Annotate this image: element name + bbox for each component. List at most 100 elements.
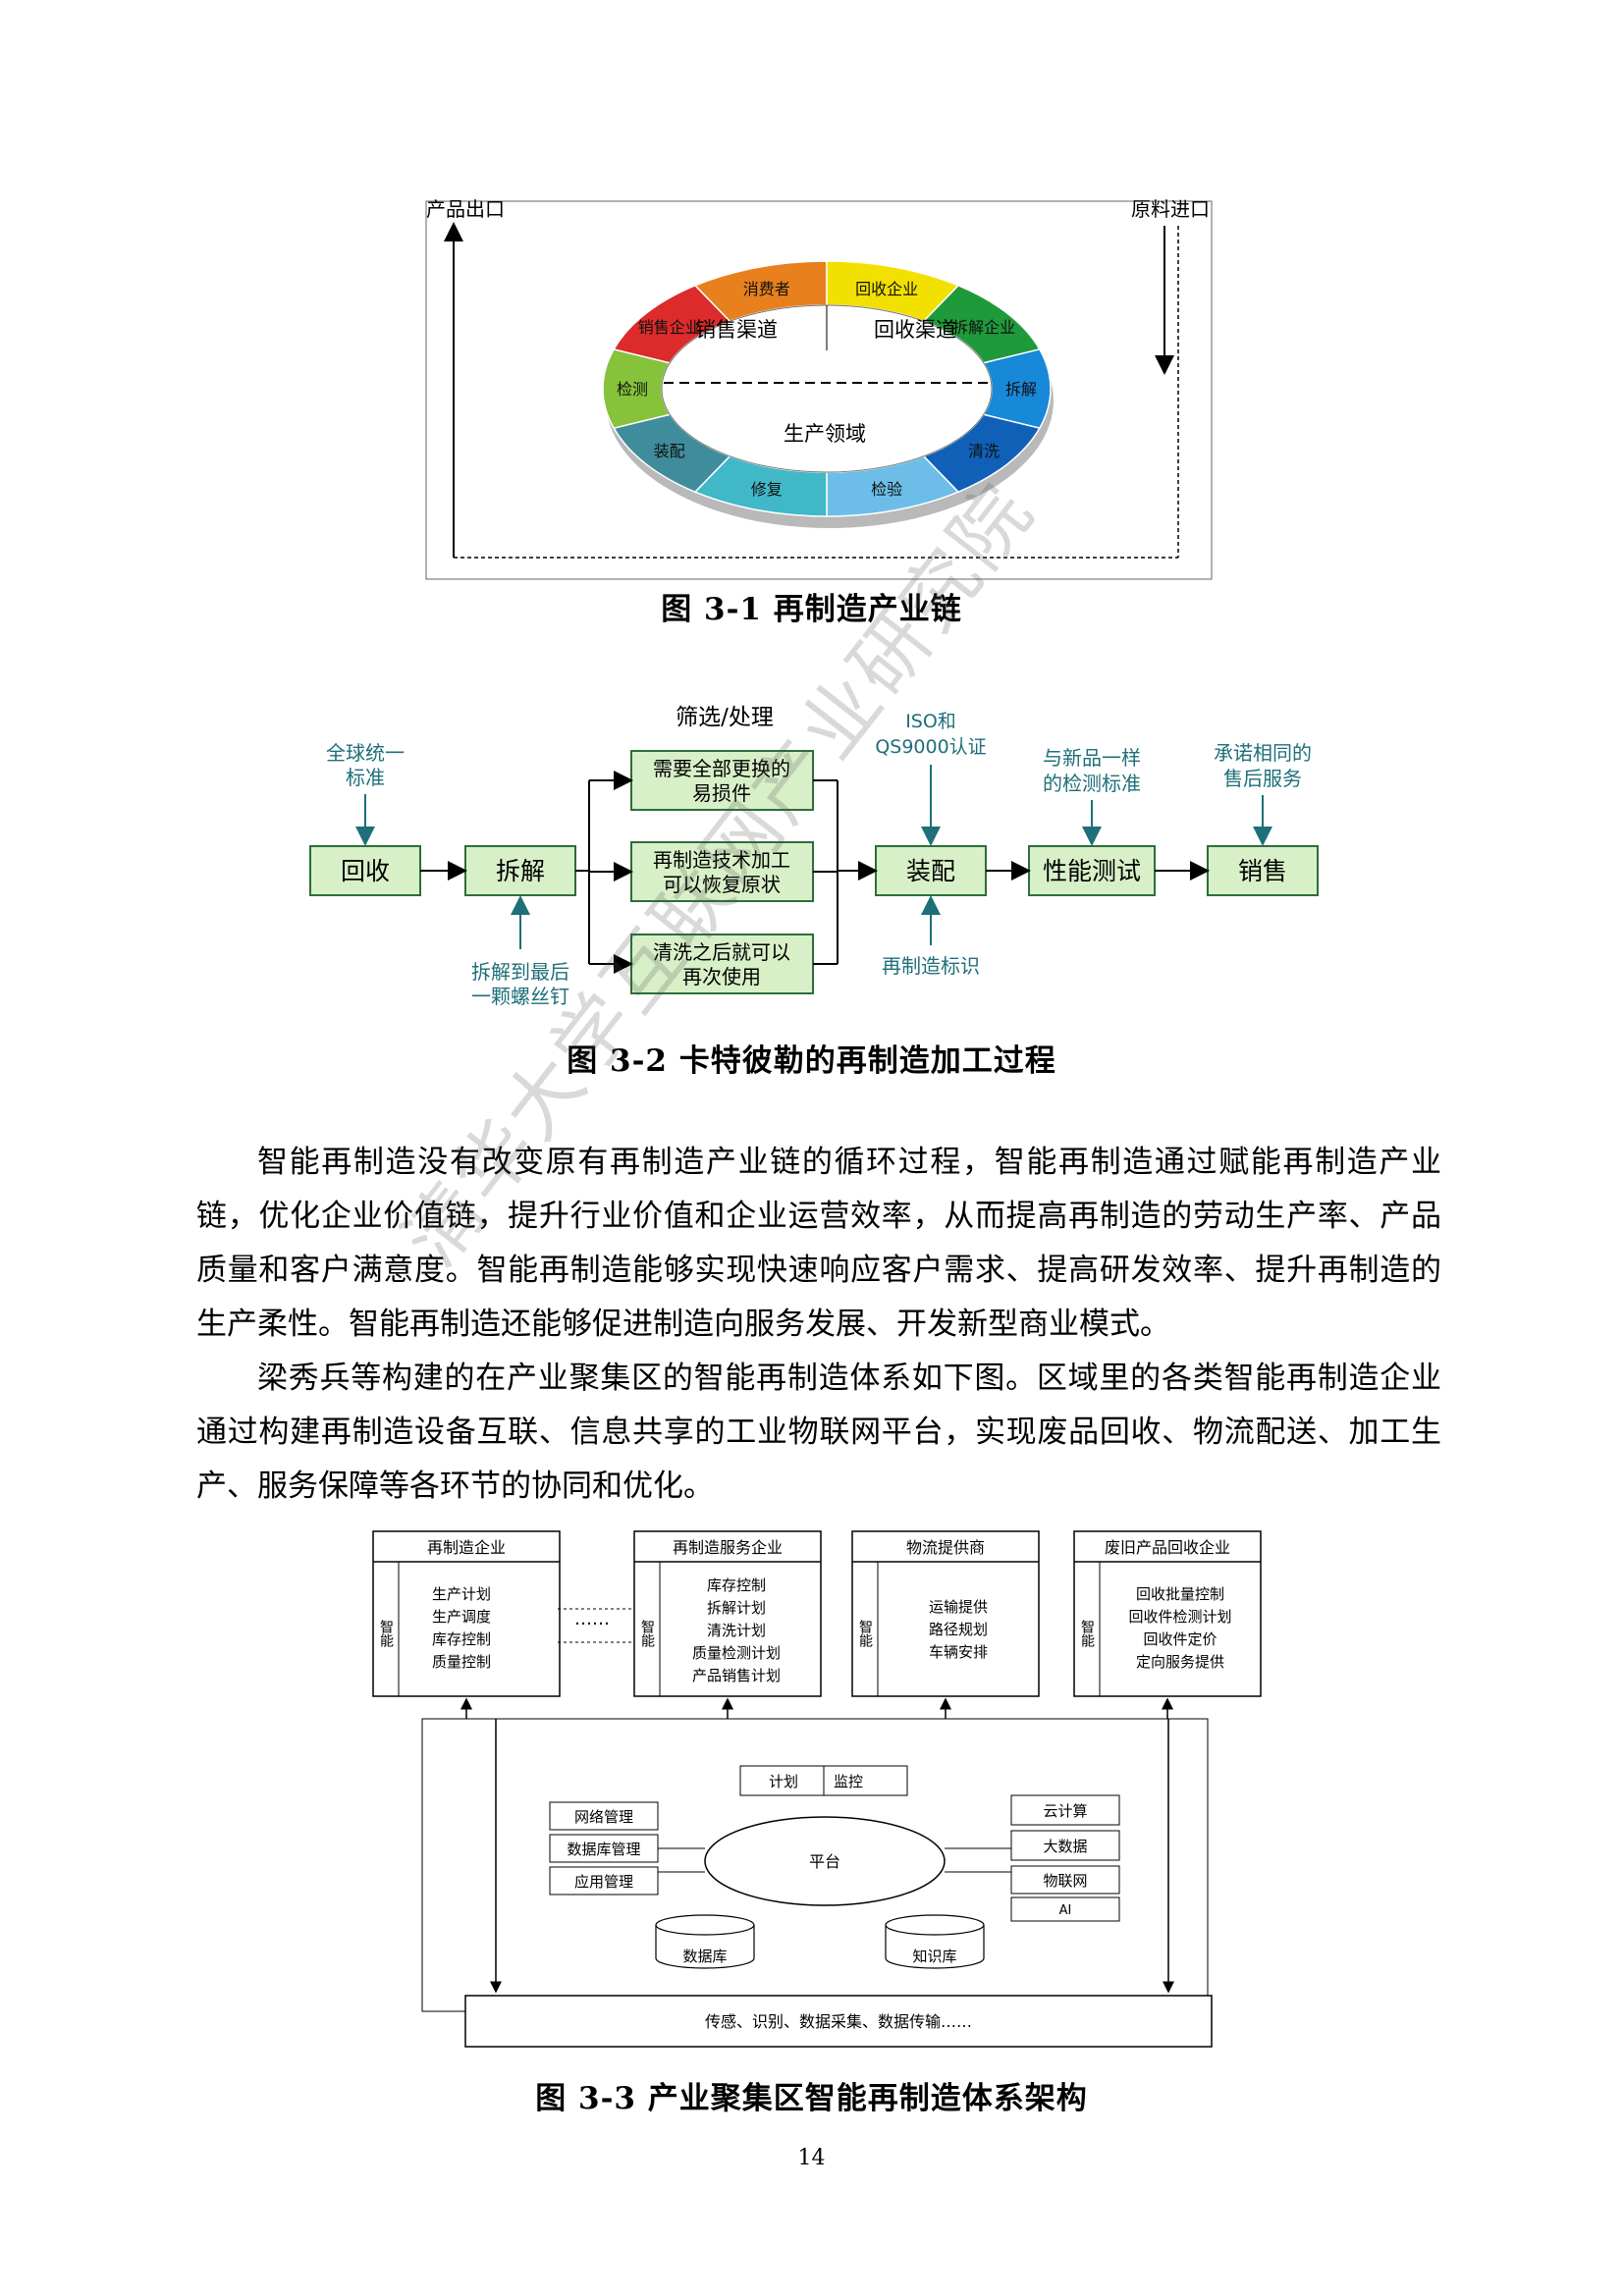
enterprise-remanufacturer: 再制造企业 智能 生产计划 生产调度 库存控制 质量控制 <box>372 1530 561 1697</box>
svg-text:清洗计划: 清洗计划 <box>707 1622 766 1639</box>
note-iso: ISO和 <box>905 711 956 732</box>
option-clean-reuse: 清洗之后就可以 再次使用 <box>630 934 814 994</box>
figure-3-3: 再制造企业 智能 生产计划 生产调度 库存控制 质量控制 …… 再制造服务企业 … <box>372 1530 1262 2048</box>
step-recycle-label: 回收 <box>341 857 390 885</box>
svg-text:智能: 智能 <box>1079 1620 1095 1648</box>
ring-segment-label: 清洗 <box>968 442 1000 460</box>
svg-text:回收件定价: 回收件定价 <box>1143 1630 1217 1648</box>
svg-text:标准: 标准 <box>346 766 385 789</box>
svg-text:AI: AI <box>1059 1903 1072 1918</box>
inner-label-recycle: 回收渠道 <box>874 318 956 342</box>
svg-text:云计算: 云计算 <box>1043 1802 1087 1820</box>
ring-segment-label: 检测 <box>617 380 648 399</box>
ring-segment-label: 销售企业 <box>638 318 701 337</box>
svg-text:的检测标准: 的检测标准 <box>1043 772 1141 795</box>
figure-3-2: 筛选/处理 回收 拆解 装配 性能测试 销售 需要全部更换的 易损件 再制造技术… <box>309 705 1319 1008</box>
svg-text:清洗之后就可以: 清洗之后就可以 <box>653 940 790 964</box>
svg-text:一颗螺丝钉: 一颗螺丝钉 <box>471 985 569 1008</box>
svg-text:网络管理: 网络管理 <box>574 1808 633 1826</box>
svg-text:智能: 智能 <box>378 1620 394 1648</box>
svg-text:数据库管理: 数据库管理 <box>567 1841 640 1858</box>
svg-text:易损件: 易损件 <box>692 781 751 805</box>
page-number: 14 <box>797 2146 826 2170</box>
mgmt-boxes: 网络管理 数据库管理 应用管理 <box>549 1801 659 1896</box>
svg-text:数据库: 数据库 <box>682 1948 727 1965</box>
step-disassemble-label: 拆解 <box>496 857 545 885</box>
note-standard: 全球统一 <box>326 741 405 765</box>
svg-text:再制造服务企业: 再制造服务企业 <box>673 1538 783 1557</box>
svg-text:物流提供商: 物流提供商 <box>906 1538 985 1557</box>
knowledge-cylinder: 知识库 <box>885 1914 985 1969</box>
svg-text:大数据: 大数据 <box>1043 1838 1087 1855</box>
svg-text:定向服务提供: 定向服务提供 <box>1136 1653 1224 1671</box>
paragraph-2: 梁秀兵等构建的在产业聚集区的智能再制造体系如下图。区域里的各类智能再制造企业通过… <box>196 1361 1441 1504</box>
sensing-label: 传感、识别、数据采集、数据传输…… <box>705 2012 972 2031</box>
svg-text:废旧产品回收企业: 废旧产品回收企业 <box>1105 1538 1230 1557</box>
svg-text:物联网: 物联网 <box>1043 1872 1087 1890</box>
plan-label: 计划 <box>769 1773 798 1790</box>
platform-label: 平台 <box>809 1852 840 1871</box>
svg-text:路径规划: 路径规划 <box>929 1621 988 1638</box>
corner-label-input: 原料进口 <box>1131 197 1210 221</box>
step-disassemble: 拆解 <box>464 845 576 896</box>
ring-segment-label: 拆解企业 <box>952 318 1015 337</box>
ring-segment-label: 拆解 <box>1005 380 1037 399</box>
step-sales-label: 销售 <box>1238 857 1287 885</box>
enterprise-ellipsis: …… <box>574 1609 610 1629</box>
database-cylinder: 数据库 <box>655 1914 755 1969</box>
svg-text:产品销售计划: 产品销售计划 <box>692 1667 781 1684</box>
step-sales: 销售 <box>1207 845 1319 896</box>
svg-text:拆解计划: 拆解计划 <box>707 1599 766 1617</box>
inner-label-production: 生产领域 <box>784 422 866 446</box>
svg-text:再次使用: 再次使用 <box>682 965 761 988</box>
svg-text:智能: 智能 <box>639 1620 655 1648</box>
step-assemble: 装配 <box>875 845 987 896</box>
corner-label-output: 产品出口 <box>426 197 505 221</box>
svg-text:智能: 智能 <box>857 1620 873 1648</box>
option-remanufacture: 再制造技术加工 可以恢复原状 <box>630 841 814 902</box>
ring-segment-label: 消费者 <box>743 280 790 298</box>
step-test: 性能测试 <box>1028 845 1156 896</box>
svg-text:回收件检测计划: 回收件检测计划 <box>1128 1608 1231 1626</box>
ring-segment-label: 修复 <box>751 480 783 499</box>
sensing-bar <box>464 1995 1213 2048</box>
svg-text:库存控制: 库存控制 <box>707 1576 766 1594</box>
screening-title: 筛选/处理 <box>676 705 774 730</box>
svg-text:车辆安排: 车辆安排 <box>929 1643 988 1661</box>
ring-segment-label: 检验 <box>871 480 902 499</box>
step-assemble-label: 装配 <box>906 857 955 885</box>
svg-text:知识库: 知识库 <box>912 1948 956 1965</box>
enterprise-logistics: 物流提供商 智能 运输提供 路径规划 车辆安排 <box>851 1530 1040 1697</box>
ring-segment-label: 装配 <box>654 442 685 460</box>
figure-3-1-caption: 图 3-1 再制造产业链 <box>661 592 962 627</box>
figure-3-3-caption: 图 3-3 产业聚集区智能再制造体系架构 <box>535 2081 1088 2116</box>
svg-text:再制造企业: 再制造企业 <box>427 1538 506 1557</box>
note-same-service: 承诺相同的 <box>1214 741 1312 765</box>
svg-text:回收批量控制: 回收批量控制 <box>1136 1585 1224 1603</box>
note-disassemble: 拆解到最后 <box>471 960 569 984</box>
paragraph-1: 智能再制造没有改变原有再制造产业链的循环过程，智能再制造通过赋能再制造产业链，优… <box>196 1145 1441 1342</box>
svg-text:质量检测计划: 质量检测计划 <box>692 1644 781 1662</box>
note-mark: 再制造标识 <box>882 954 980 978</box>
step-recycle: 回收 <box>309 845 421 896</box>
inner-label-sales: 销售渠道 <box>695 318 778 342</box>
svg-text:生产调度: 生产调度 <box>432 1608 491 1626</box>
ring-segment-label: 回收企业 <box>855 280 918 298</box>
svg-text:运输提供: 运输提供 <box>929 1598 988 1616</box>
svg-text:QS9000认证: QS9000认证 <box>875 736 986 758</box>
svg-text:可以恢复原状: 可以恢复原状 <box>663 873 781 896</box>
svg-text:售后服务: 售后服务 <box>1223 767 1302 790</box>
monitor-label: 监控 <box>834 1773 863 1790</box>
body-text: 智能再制造没有改变原有再制造产业链的循环过程，智能再制造通过赋能再制造产业链，优… <box>196 1136 1441 1514</box>
svg-text:再制造技术加工: 再制造技术加工 <box>653 848 790 872</box>
tech-boxes: 云计算 大数据 物联网 AI <box>1010 1794 1120 1922</box>
svg-text:质量控制: 质量控制 <box>432 1653 491 1671</box>
svg-text:应用管理: 应用管理 <box>574 1873 633 1891</box>
step-test-label: 性能测试 <box>1043 857 1141 885</box>
note-same-test: 与新品一样 <box>1043 746 1141 770</box>
svg-text:需要全部更换的: 需要全部更换的 <box>653 757 790 780</box>
svg-text:库存控制: 库存控制 <box>432 1630 491 1648</box>
svg-text:生产计划: 生产计划 <box>432 1585 491 1603</box>
